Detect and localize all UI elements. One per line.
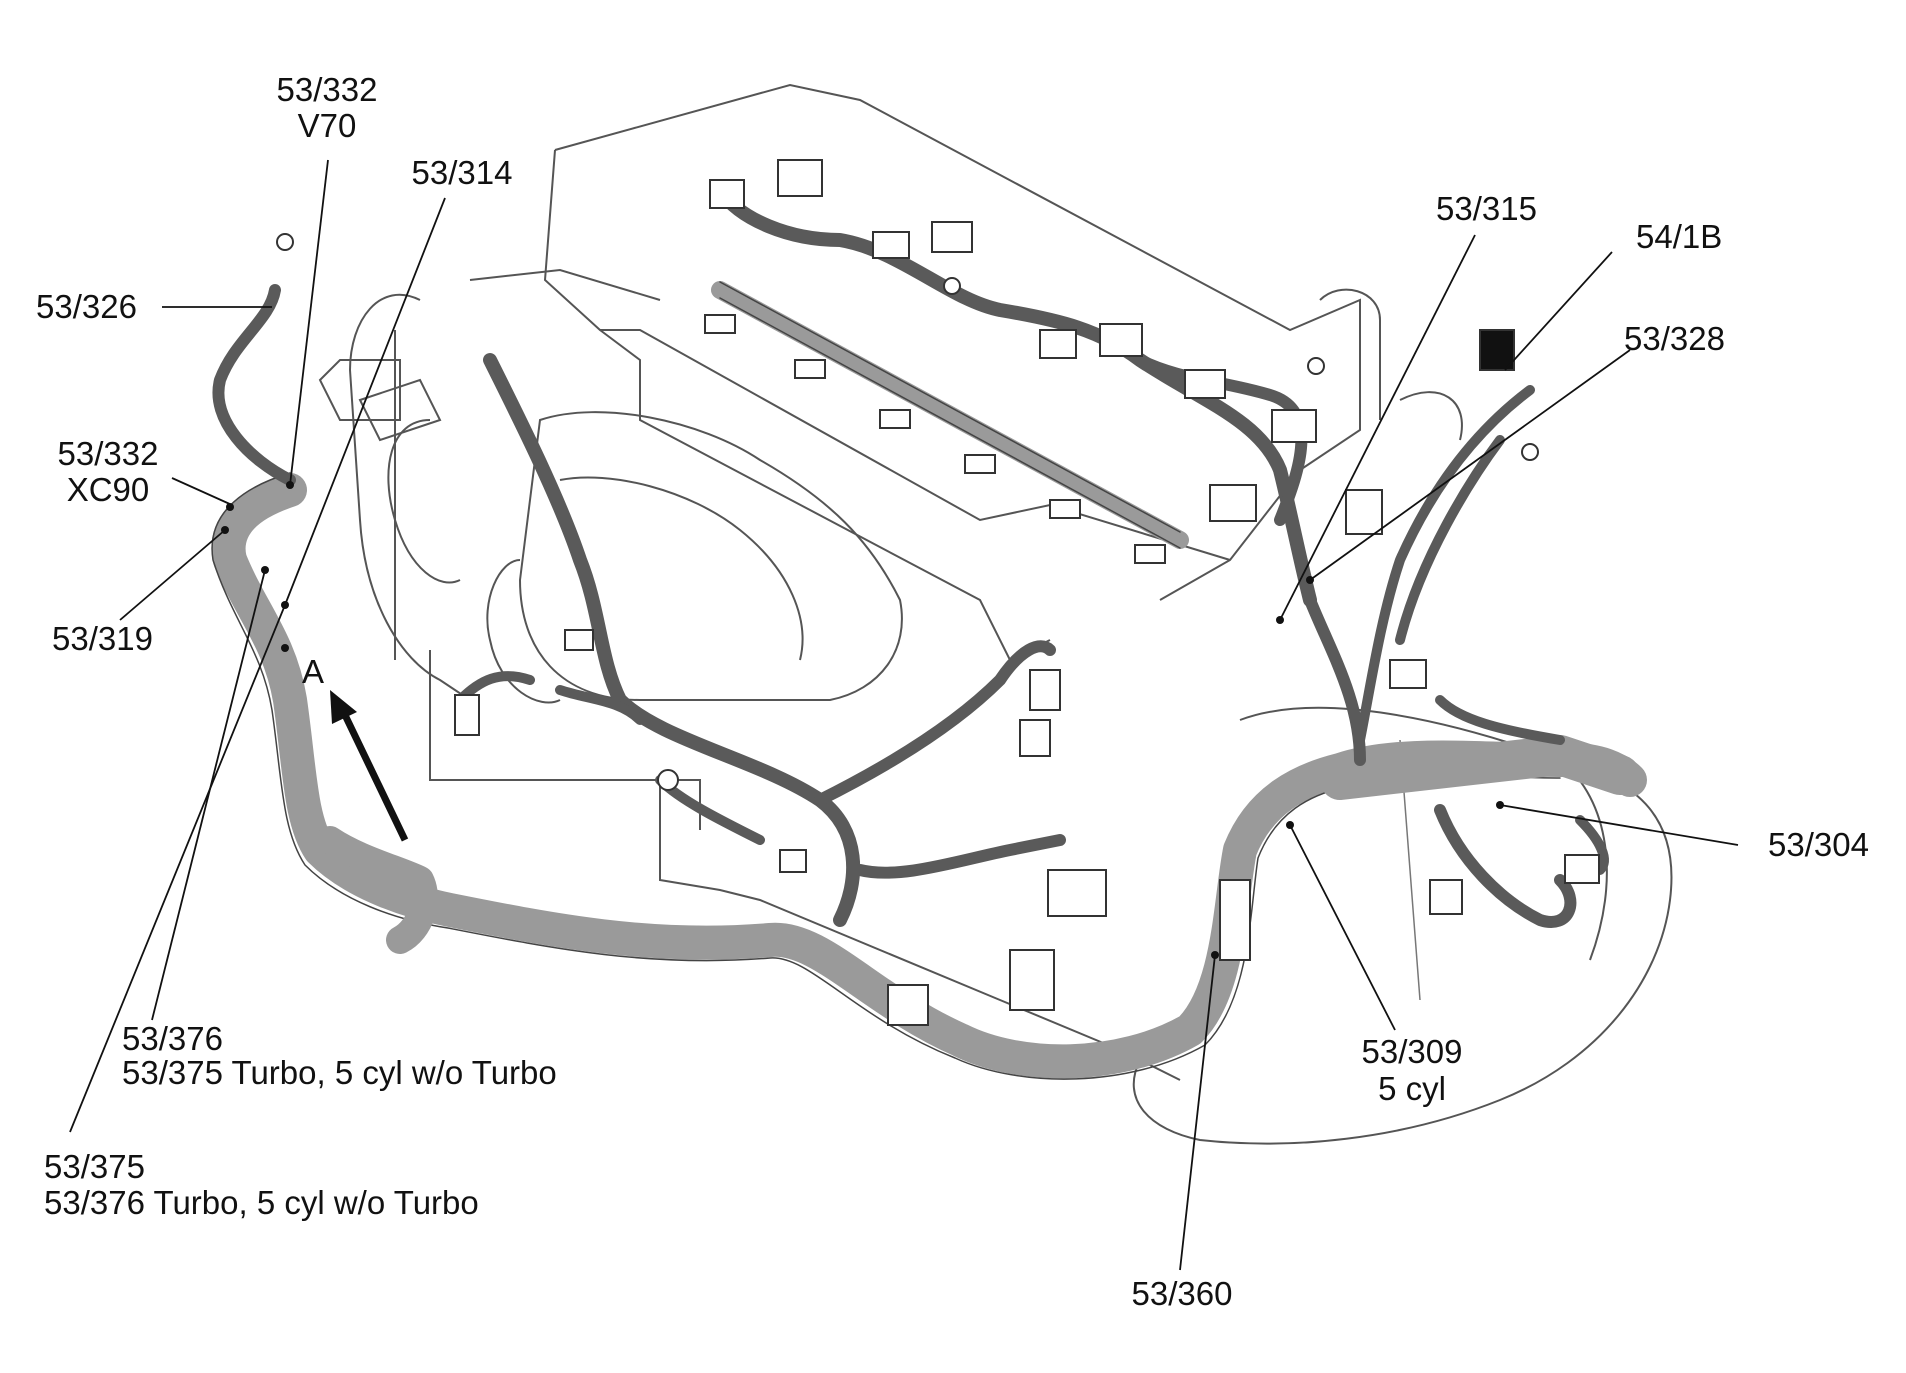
leader-lines (69, 159, 1739, 1271)
label-53-309-variant: 5 cyl (1378, 1070, 1446, 1107)
label-53-328: 53/328 (1624, 320, 1725, 357)
main-harness (211, 233, 1647, 1080)
label-53-309-code: 53/309 (1361, 1033, 1463, 1070)
label-53-319: 53/319 (52, 620, 153, 657)
label-53-315: 53/315 (1436, 190, 1537, 227)
coil-rail (704, 281, 1189, 564)
label-53-326: 53/326 (36, 288, 137, 325)
direction-arrow-a (330, 690, 409, 842)
label-53-332-v70-code: 53/332 (276, 71, 378, 108)
engine-outline (318, 83, 1673, 1145)
label-53-332-v70-variant: V70 (297, 107, 357, 144)
label-53-375-code: 53/375 (44, 1148, 145, 1185)
label-53-314: 53/314 (411, 154, 513, 191)
label-53-376-code: 53/376 (122, 1020, 223, 1057)
label-direction-a: A (302, 653, 325, 690)
label-53-332-xc90-variant: XC90 (66, 471, 150, 508)
label-53-360: 53/360 (1131, 1275, 1233, 1312)
label-53-375-note: 53/376 Turbo, 5 cyl w/o Turbo (44, 1184, 479, 1221)
callout-dots (221, 481, 1504, 959)
label-53-332-xc90-code: 53/332 (57, 435, 159, 472)
label-54-1b: 54/1B (1636, 218, 1723, 255)
engine-wires (455, 183, 1609, 928)
connectors (454, 159, 1600, 1026)
label-53-376-note: 53/375 Turbo, 5 cyl w/o Turbo (122, 1054, 557, 1091)
label-53-304: 53/304 (1768, 826, 1869, 863)
